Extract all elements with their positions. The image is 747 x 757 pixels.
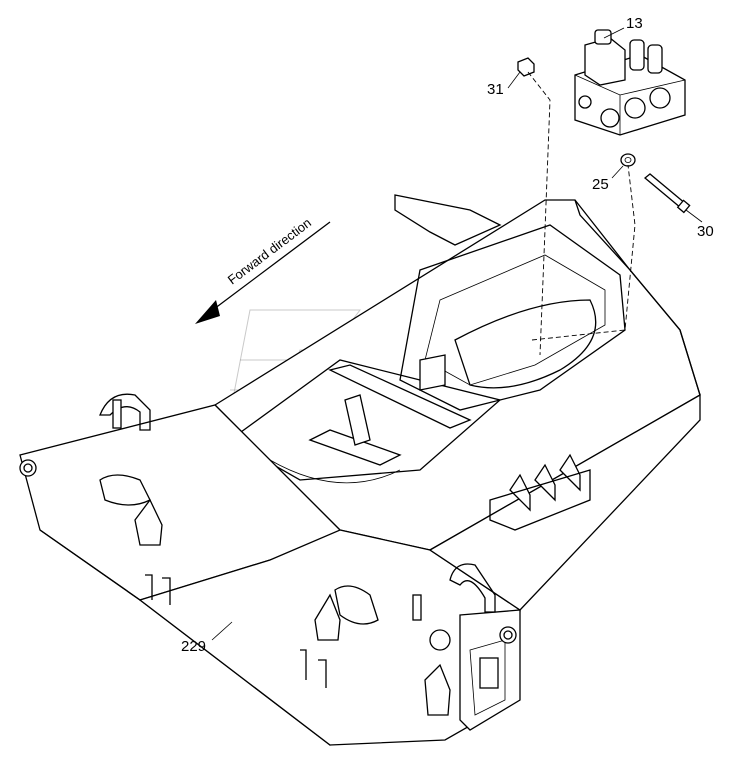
callout-30: 30	[697, 223, 714, 240]
callout-13: 13	[626, 15, 643, 32]
hardware	[517, 57, 691, 214]
bolt-30	[643, 173, 688, 209]
leader-lines	[211, 27, 703, 641]
forward-direction-arrow	[195, 221, 331, 324]
washer-25	[620, 153, 636, 167]
callout-25: 25	[592, 176, 609, 193]
main-frame	[19, 194, 701, 746]
forward-direction-label: Forward direction	[225, 215, 314, 287]
callout-229: 229	[181, 638, 206, 655]
nut-31	[517, 57, 535, 77]
valve-block	[574, 29, 686, 136]
callout-31: 31	[487, 81, 504, 98]
assembly-lines	[527, 71, 636, 356]
